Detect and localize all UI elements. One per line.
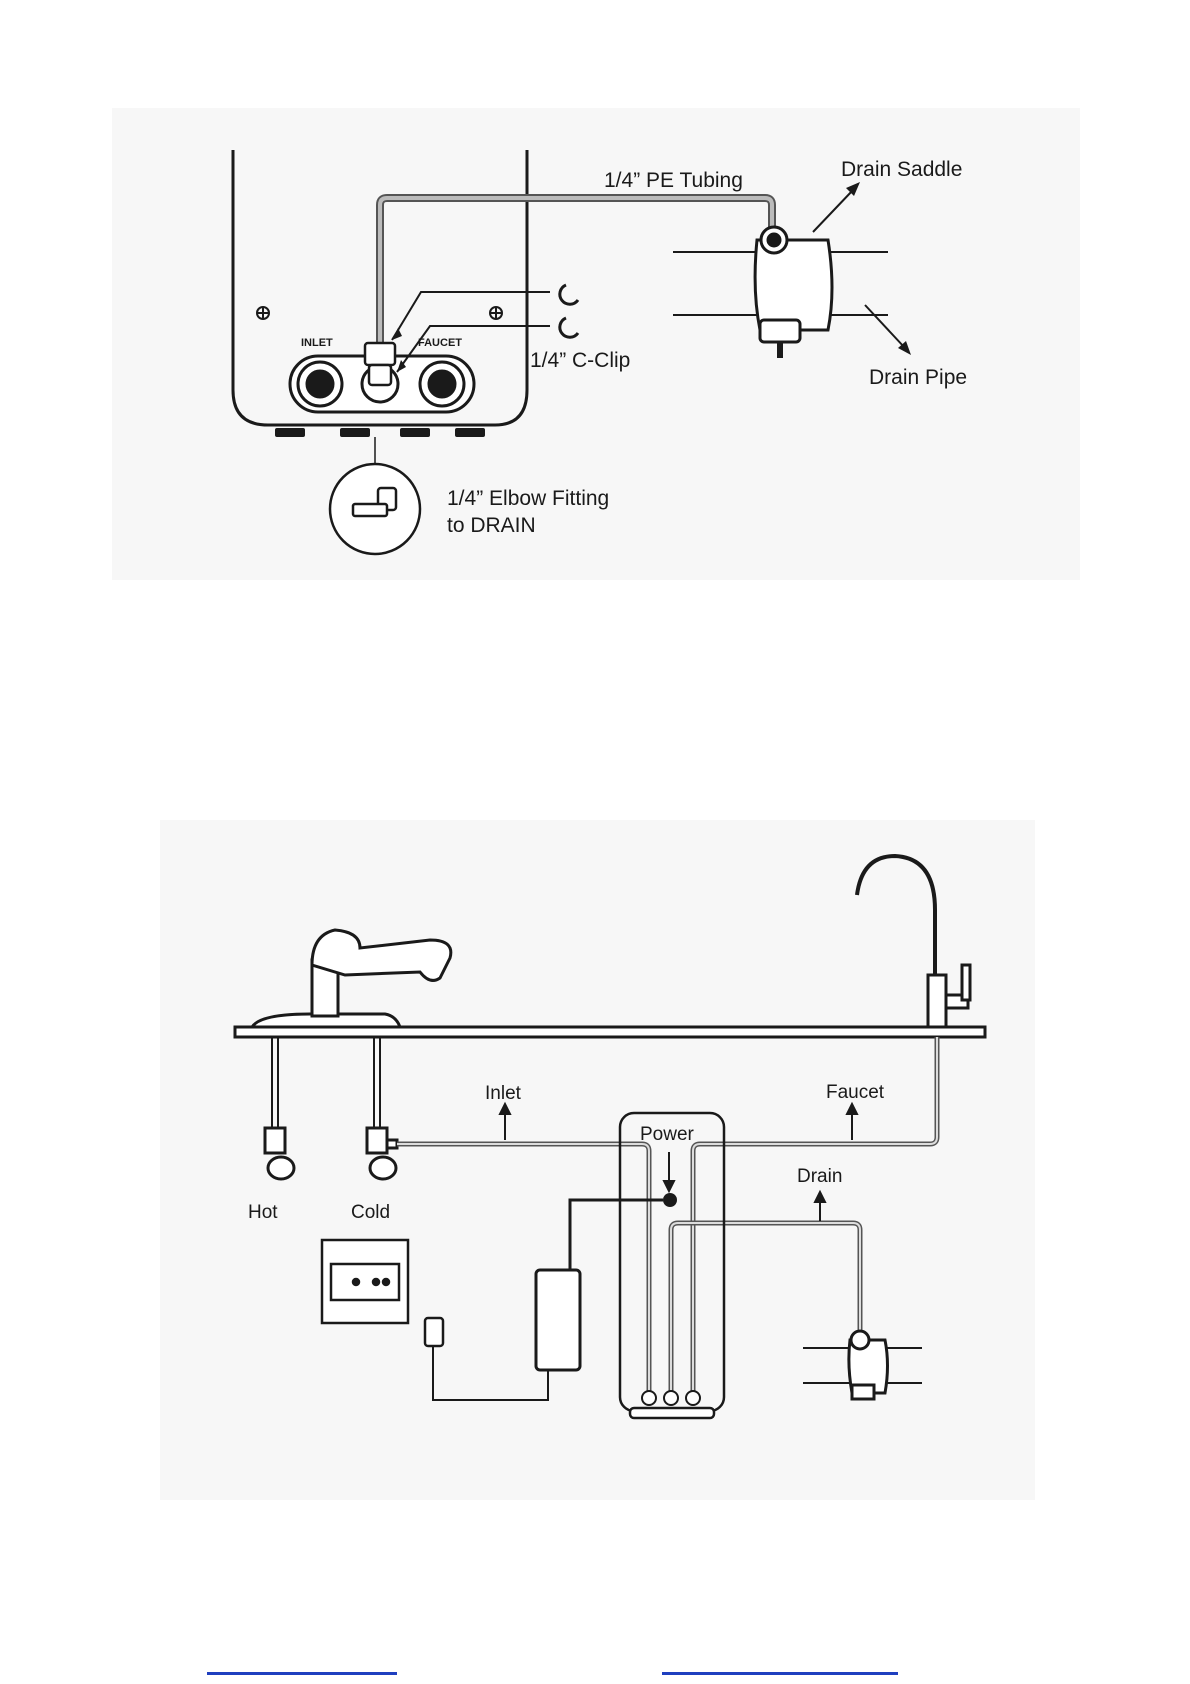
elbow-detail-callout <box>330 464 420 554</box>
ro-unit-ports <box>642 1391 700 1405</box>
label-faucet: Faucet <box>826 1082 885 1103</box>
label-elbow-line2: to DRAIN <box>447 514 536 537</box>
label-drain-pipe: Drain Pipe <box>869 366 967 389</box>
label-elbow-line1: 1/4” Elbow Fitting <box>447 487 609 510</box>
power-port <box>663 1193 677 1207</box>
drain-saddle-bottom <box>849 1331 888 1399</box>
label-inlet: Inlet <box>485 1083 522 1104</box>
footer-link-right[interactable] <box>662 1672 898 1675</box>
label-inlet-port: INLET <box>301 337 333 349</box>
power-adapter <box>536 1270 580 1370</box>
label-pe-tubing: 1/4” PE Tubing <box>604 169 743 192</box>
mounting-screw-left <box>257 307 269 319</box>
label-power: Power <box>640 1124 695 1145</box>
elbow-fitting <box>365 343 395 385</box>
footer-link-left[interactable] <box>207 1672 397 1675</box>
mounting-screw-right <box>490 307 502 319</box>
label-hot: Hot <box>248 1202 278 1223</box>
label-faucet-port: FAUCET <box>418 337 462 349</box>
label-drain-saddle: Drain Saddle <box>841 158 962 181</box>
power-plug <box>425 1318 443 1346</box>
label-cold: Cold <box>351 1202 390 1223</box>
wall-outlet <box>322 1240 408 1323</box>
label-c-clip: 1/4” C-Clip <box>530 349 630 372</box>
label-drain: Drain <box>797 1166 842 1187</box>
